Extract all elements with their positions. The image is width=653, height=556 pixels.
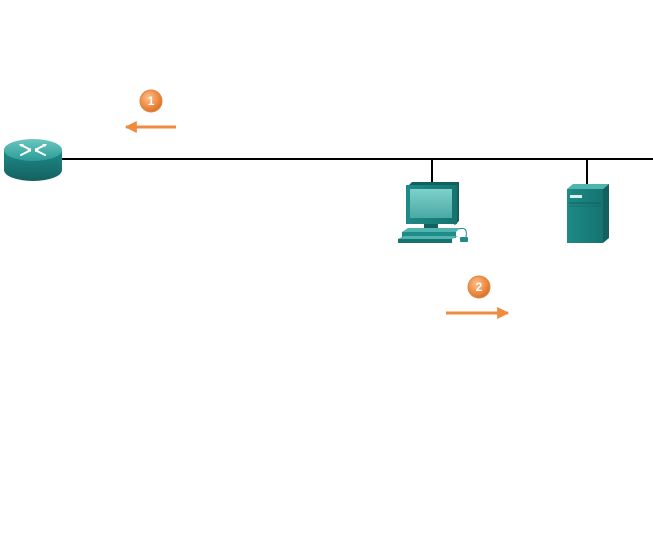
step-1-badge: 1	[139, 89, 163, 113]
step-2-number: 2	[476, 280, 483, 294]
server-icon	[567, 184, 609, 243]
desktop-computer-icon	[398, 182, 468, 243]
step-1-number: 1	[148, 94, 155, 108]
step-2-badge: 2	[467, 275, 491, 299]
router-icon	[4, 139, 62, 181]
